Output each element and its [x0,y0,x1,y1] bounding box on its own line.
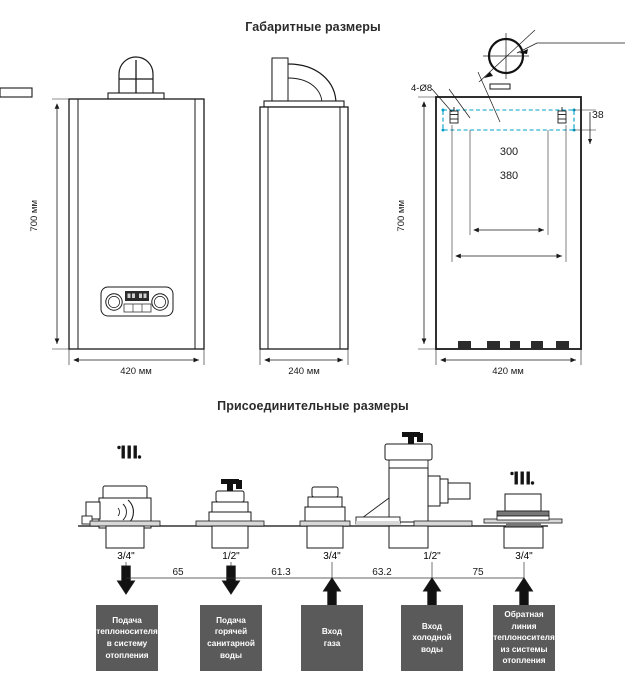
port-label-box-heating-supply: Подача теплоносителя в систему отопления [96,605,158,671]
side-view-geometry [259,57,349,350]
port-label-box-dhw-supply: Подача горячей санитарной воды [200,605,262,671]
port-label-line: воды [219,650,242,660]
front-view-height-dimension [52,98,69,350]
fitting-heating-supply [81,445,161,549]
port-label-line: Подача [216,615,246,625]
rear-view-width-label: 420 мм [492,366,524,377]
port-label-box-cold-water-inlet: Вход холодной воды [401,605,463,671]
fitting-gas-inlet [299,486,351,549]
side-view-width-dimension [259,349,349,365]
port-label-line: Подача [112,615,142,625]
port-size-4: 1/2" [423,551,441,562]
port-label-line: воды [420,644,443,654]
port-size-3: 3/4" [323,551,341,562]
page-title-connection-dimensions: Присоединительные размеры [217,399,409,413]
port-spacing-4: 75 [472,567,484,578]
port-label-line: линия [511,621,537,631]
port-label-line: теплоносителя [96,627,158,637]
front-view-width-dimension [68,349,205,365]
fitting-cold-water-inlet [355,432,473,549]
front-view-geometry [68,56,205,350]
rear-view-width-dimension [435,349,582,365]
rear-view-bracket-offset-label: 38 [592,109,604,121]
port-label-line: газа [323,639,341,648]
fitting-dhw-supply [195,479,265,549]
port-label-line: отопления [502,656,546,666]
port-label-line: Обратная [504,609,544,619]
fitting-heating-return [483,471,563,549]
port-size-5: 3/4" [515,551,533,562]
front-view-height-label: 700 мм [29,200,40,232]
rear-view-geometry [0,29,625,350]
port-label-line: в систему [106,639,148,648]
side-view-width-label: 240 мм [288,366,320,377]
rear-view-hole-callout: 4-Ø8 [411,83,433,94]
port-spacing-3: 63.2 [372,567,392,578]
rear-view-bracket-inner-label: 300 [499,146,519,158]
port-label-box-gas-inlet: Вход газа [301,605,363,671]
port-spacing-1: 65 [172,567,184,578]
port-size-1: 3/4" [117,551,135,562]
front-view-width-label: 420 мм [120,366,152,377]
port-label-line: отопления [105,650,149,660]
port-spacing-2: 61.3 [271,567,291,578]
port-label-line: холодной [412,633,452,643]
page-title-overall-dimensions: Габаритные размеры [245,20,381,34]
port-label-line: санитарной [207,639,255,648]
rear-view-height-dimension [418,96,436,350]
port-label-line: теплоносителя [493,633,555,643]
port-spacing-dimension-line [125,562,525,584]
rear-view-height-label: 700 мм [396,200,407,232]
rear-view-bracket-outer-label: 380 [499,170,519,182]
port-label-line: из системы [500,644,548,654]
port-label-line: Вход [321,627,343,637]
port-label-line: горячей [214,627,248,637]
port-label-line: Вход [421,621,443,631]
port-size-2: 1/2" [222,551,240,562]
port-label-box-heating-return: Обратная линия теплоносителя из системы … [493,605,555,671]
